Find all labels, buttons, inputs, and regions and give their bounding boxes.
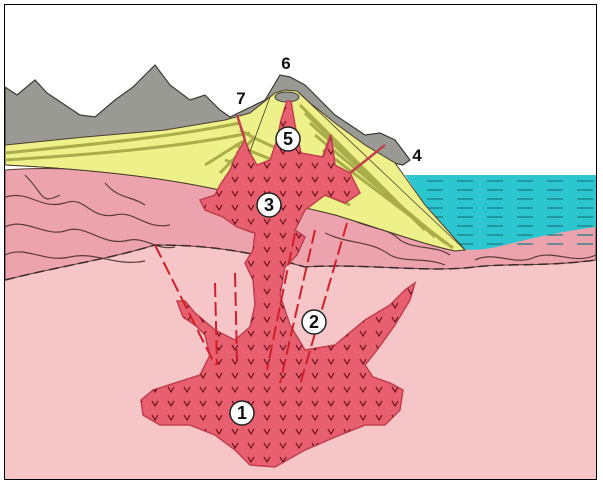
label-2: 2 [302, 310, 326, 334]
svg-text:1: 1 [237, 403, 247, 423]
diagram-frame: 1 2 3 5 6 7 4 [4, 4, 597, 480]
volcano-cross-section: 1 2 3 5 6 7 4 [5, 5, 596, 479]
label-3: 3 [257, 193, 281, 217]
svg-text:2: 2 [309, 312, 319, 332]
svg-text:3: 3 [264, 195, 274, 215]
label-7: 7 [236, 89, 245, 108]
label-5: 5 [276, 127, 300, 151]
svg-text:5: 5 [283, 129, 293, 149]
label-4: 4 [412, 146, 422, 165]
label-6: 6 [281, 54, 290, 73]
label-1: 1 [230, 401, 254, 425]
